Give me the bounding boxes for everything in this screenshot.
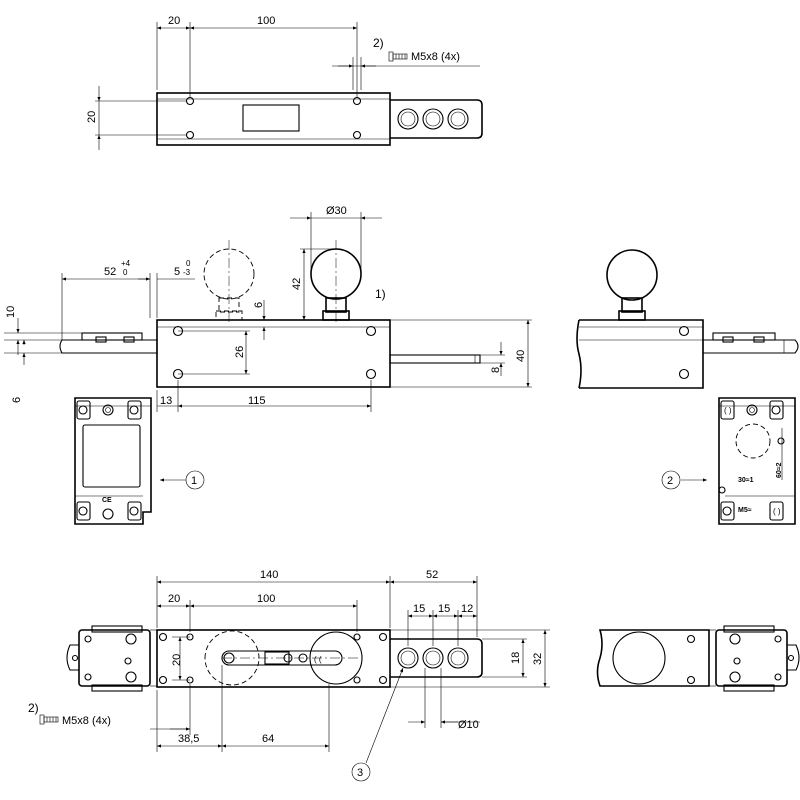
front-dim-115: 115 [248,395,266,407]
front-dim-42: 42 [291,278,303,290]
top-view-window [242,104,300,132]
screw-icon [388,51,408,62]
front-dim-52-tol-lower: 0 [123,268,128,277]
bottom-dim-15b: 15 [438,603,450,615]
front-dim-5-tol-upper: 0 [186,259,191,268]
front-dim-52: 52 [104,266,116,278]
bottom-note-2: 2) [28,701,39,715]
front-view-knob [310,240,362,322]
callout-1-number: 1 [191,475,197,487]
plate-label-60: 60≈2 [776,462,783,478]
bottom-screw-label: M5x8 (4x) [62,715,111,727]
callout-1-circle [185,470,205,490]
striker-plate-1: CE [74,397,152,525]
svg-text:( ): ( ) [773,507,781,516]
bottom-dim-20: 20 [168,593,180,605]
front-dim-5-tol-lower: -3 [183,268,191,277]
bottom-view-screws [158,632,388,685]
front-dim-30-dia: Ø30 [326,205,347,217]
side-view-right-bracket [702,339,799,354]
callout-2-number: 2 [667,475,673,487]
front-dim-5: 5 [174,266,180,278]
bottom-dim-20-vertical: 20 [171,654,183,666]
bottom-view-tongue-holes [397,647,469,669]
top-dim-20: 20 [168,15,180,27]
front-dim-6-upper: 6 [253,302,265,308]
front-dim-6-left: 6 [11,397,23,403]
plate-label-m5: M5≈ [738,507,752,514]
front-note-1: 1) [375,287,386,301]
bottom-dim-18: 18 [510,652,522,664]
top-view-latch-tongue [390,99,483,139]
bottom-dim-15a: 15 [413,603,425,615]
bottom-dim-12: 12 [461,603,473,615]
bottom-dim-64: 64 [262,733,274,745]
top-dim-20-vertical: 20 [86,111,98,123]
bottom-right-block [709,625,800,692]
top-view: 20 100 20 2) M5x8 (4x) [86,15,483,150]
bottom-dim-52: 52 [426,569,438,581]
top-note-2: 2) [373,36,384,50]
front-view-screw-holes [172,325,377,380]
top-view-screw-holes [185,96,362,140]
bottom-dim-10-dia: Ø10 [458,719,479,731]
callout-3-circle [351,762,371,782]
side-view-knob [606,249,658,321]
bottom-dim-38-5: 38,5 [178,733,199,745]
front-dim-10: 10 [5,306,17,318]
side-view-housing [579,319,704,389]
front-view-knob-alt [203,240,255,322]
bottom-dim-32: 32 [532,653,544,665]
svg-text:( ): ( ) [724,406,732,415]
bottom-view: ( ( 140 52 20 100 15 15 12 [28,569,550,782]
bottom-view-latch-tongue [390,638,483,678]
top-dim-100: 100 [257,15,275,27]
front-dim-52-tol-upper: +4 [121,259,131,268]
front-dim-26: 26 [234,346,246,358]
front-view: 52 +4 0 5 0 -3 Ø30 42 6 26 10 [4,205,532,525]
bottom-dim-100: 100 [257,593,275,605]
front-view-left-bracket [59,339,158,354]
plate-label-30: 30≈1 [738,477,754,484]
bottom-view-housing [156,629,391,688]
svg-text:( (: ( ( [314,655,322,664]
front-dim-13: 13 [160,395,172,407]
bottom-view-left-block [66,625,157,692]
svg-text:CE: CE [102,497,112,504]
screw-icon [39,714,59,725]
front-dim-40: 40 [515,350,527,362]
bottom-right-housing [596,629,710,687]
front-dim-8: 8 [490,367,502,373]
top-view-tongue-holes [397,108,469,130]
bottom-view-knob [309,631,363,685]
bottom-dim-140: 140 [260,569,278,581]
striker-plate-2: ( ) ( ) 60≈2 30≈1 M5≈ [718,397,796,525]
bottom-right-view [596,625,800,692]
front-view-bolt-rod [389,354,481,364]
callout-3-number: 3 [357,767,363,779]
side-view: ( ) ( ) 60≈2 30≈1 M5≈ 2 [576,249,799,525]
top-view-housing [156,92,391,146]
callout-2-circle [661,470,681,490]
front-view-housing [156,319,391,388]
top-screw-label: M5x8 (4x) [411,51,460,63]
